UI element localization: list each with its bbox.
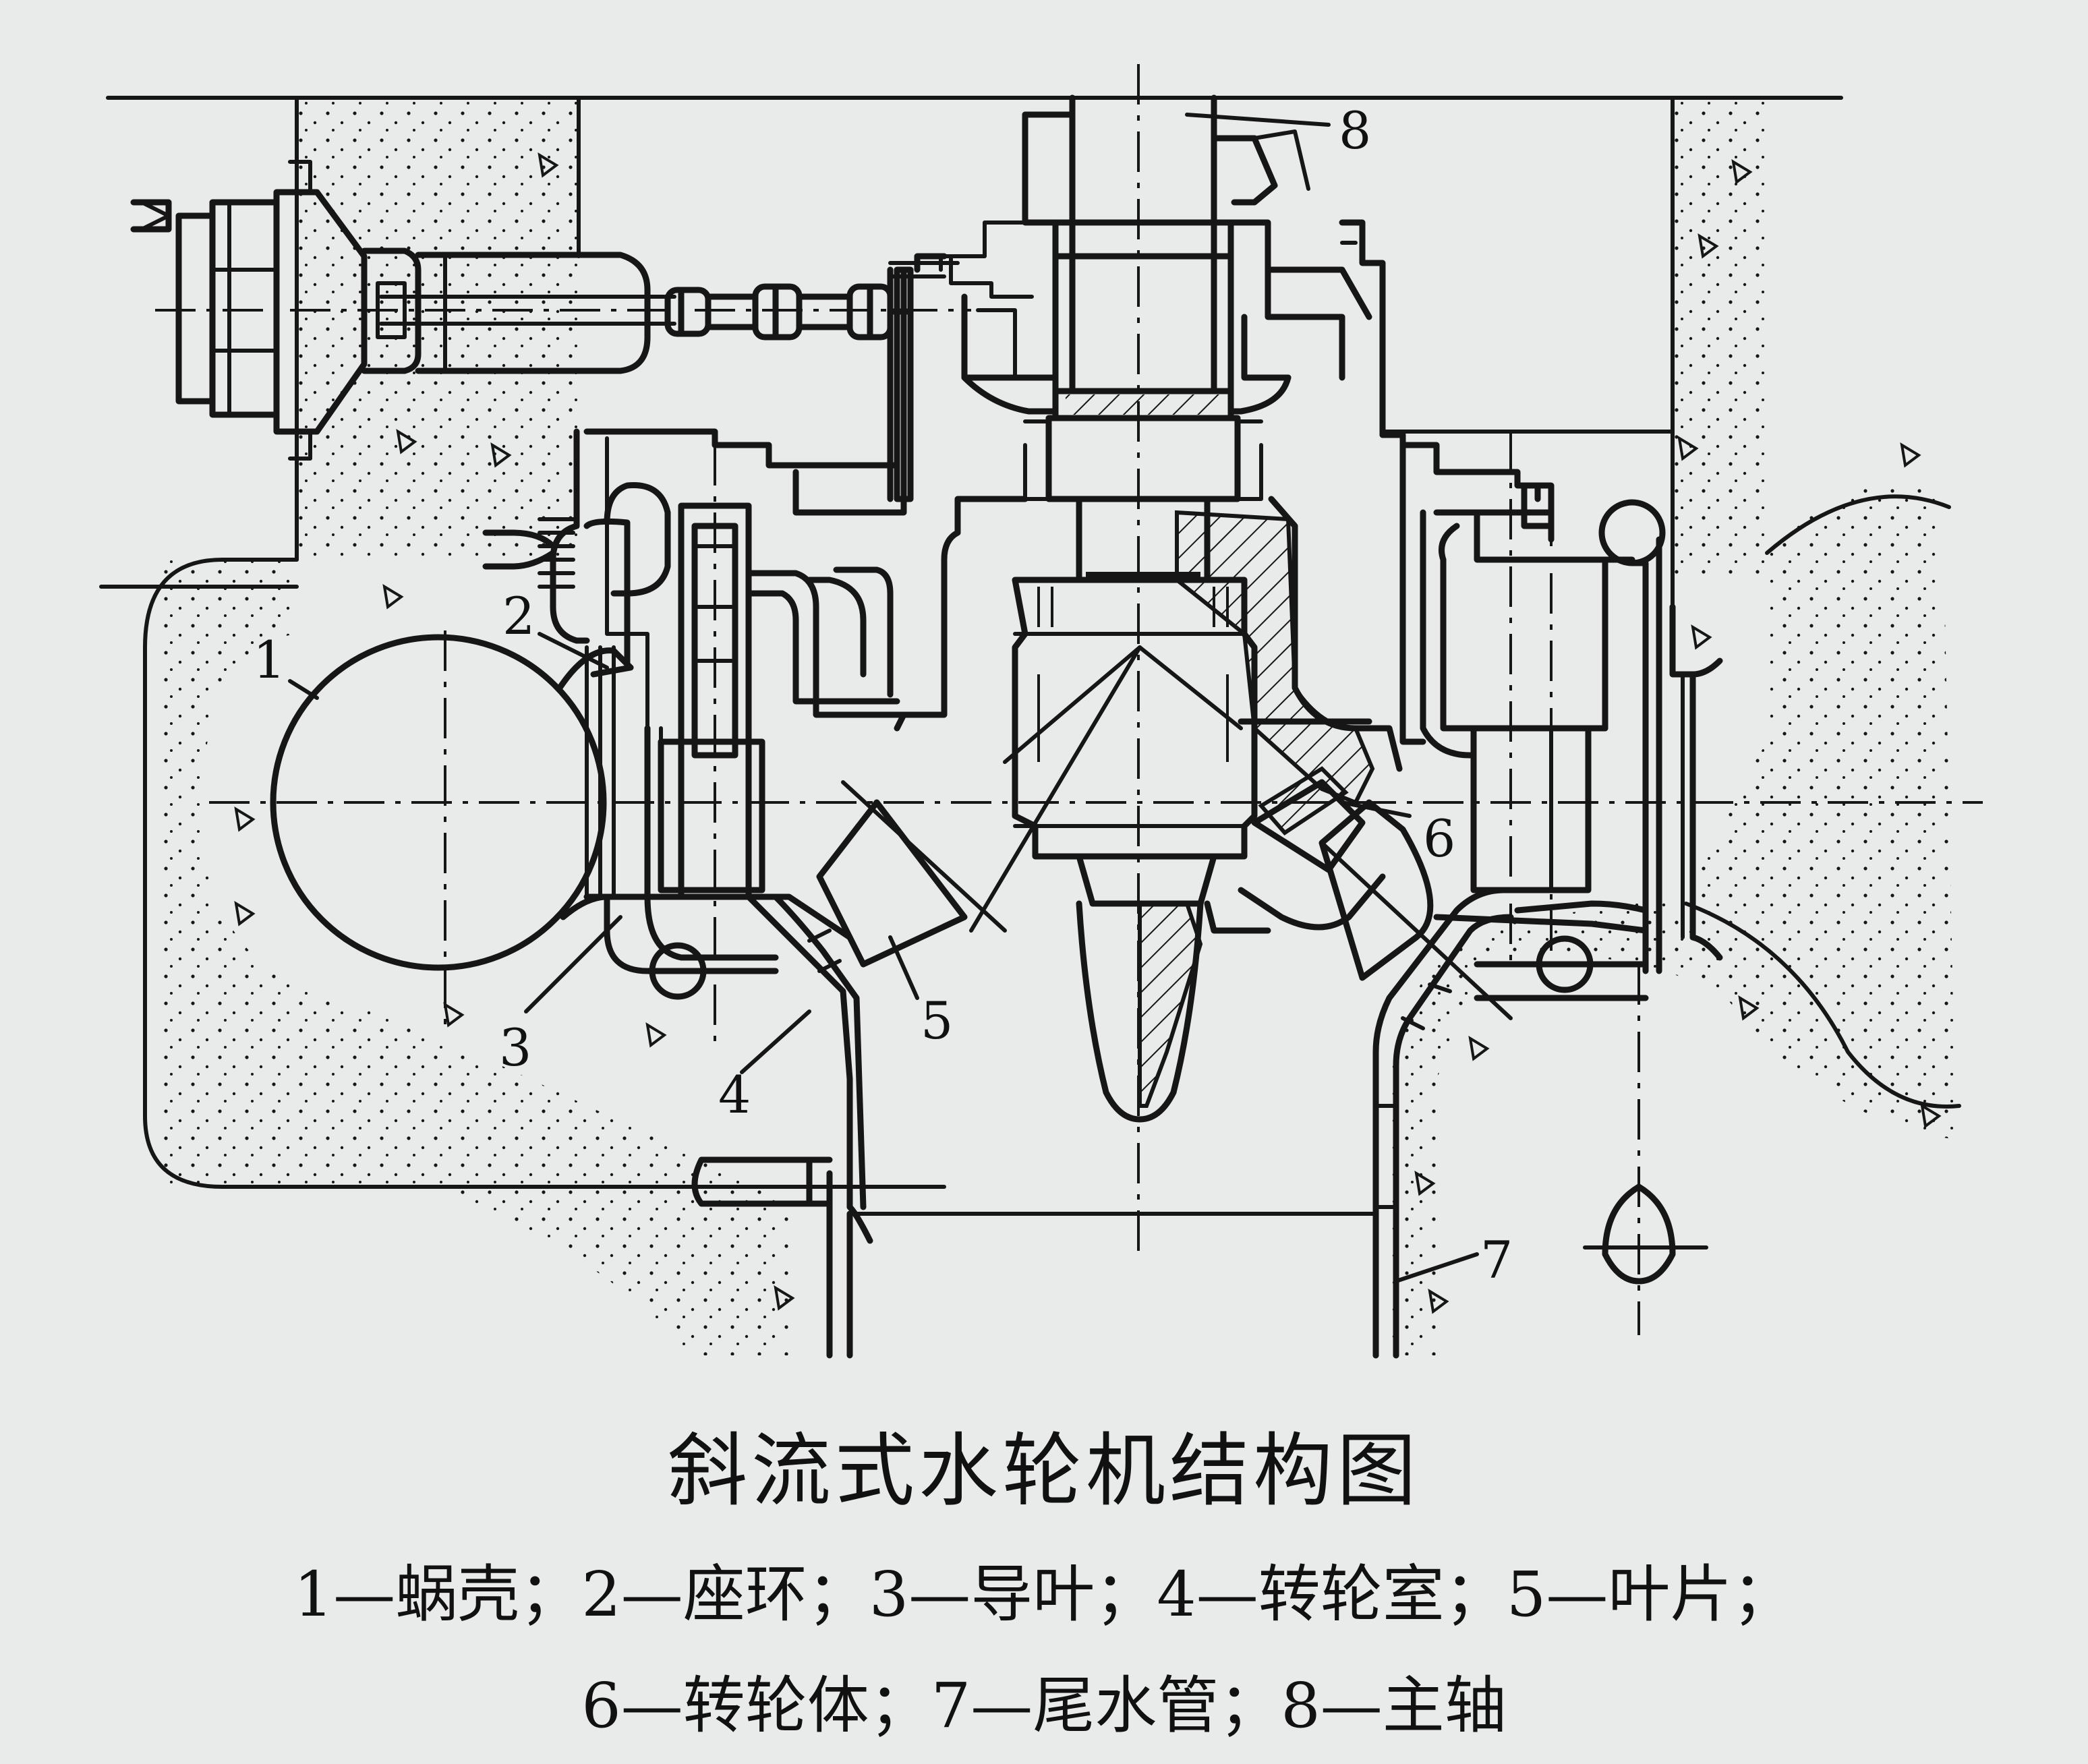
draft-tube <box>691 1156 1399 1359</box>
stay-ring-guide-vane-left <box>550 428 907 1210</box>
stay-ring-guide-vane-right <box>1238 432 1723 1359</box>
servomotor-assembly <box>130 160 910 461</box>
legend-line-1: 1—蜗壳；2—座环；3—导叶；4—转轮室；5—叶片； <box>293 1558 1795 1630</box>
turbine-section-drawing: 1 2 3 4 5 6 7 8 <box>99 64 1983 1359</box>
leader-lines <box>288 113 1479 1283</box>
concrete-upper-left <box>297 98 579 556</box>
main-shaft-assembly <box>792 94 1386 516</box>
legend-line-2: 6—转轮体；7—尾水管；8—主轴 <box>581 1670 1507 1742</box>
runner-hub-assembly <box>894 496 1403 1123</box>
concrete-regions <box>155 98 1956 1355</box>
callout-2: 2 <box>502 586 535 646</box>
callout-3: 3 <box>499 1018 531 1078</box>
callout-1: 1 <box>253 630 285 690</box>
callout-5: 5 <box>921 991 953 1051</box>
callout-7: 7 <box>1480 1230 1513 1290</box>
foundation-outline <box>99 96 1961 1189</box>
elbow-symbol <box>1583 1183 1708 1285</box>
left-pipe-stubs <box>482 517 575 589</box>
concrete-triangles <box>234 152 1942 1314</box>
concrete-lower-left <box>155 560 789 1355</box>
callout-8: 8 <box>1339 100 1371 160</box>
concrete-lower-right <box>1389 481 1956 1355</box>
callout-labels: 1 2 3 4 5 6 7 8 <box>253 100 1513 1290</box>
runner-blades <box>816 645 1513 1020</box>
concrete-upper-right <box>1673 98 1767 577</box>
callout-4: 4 <box>718 1065 751 1125</box>
callout-6: 6 <box>1423 808 1455 869</box>
diagram-title: 斜流式水轮机结构图 <box>667 1424 1420 1517</box>
